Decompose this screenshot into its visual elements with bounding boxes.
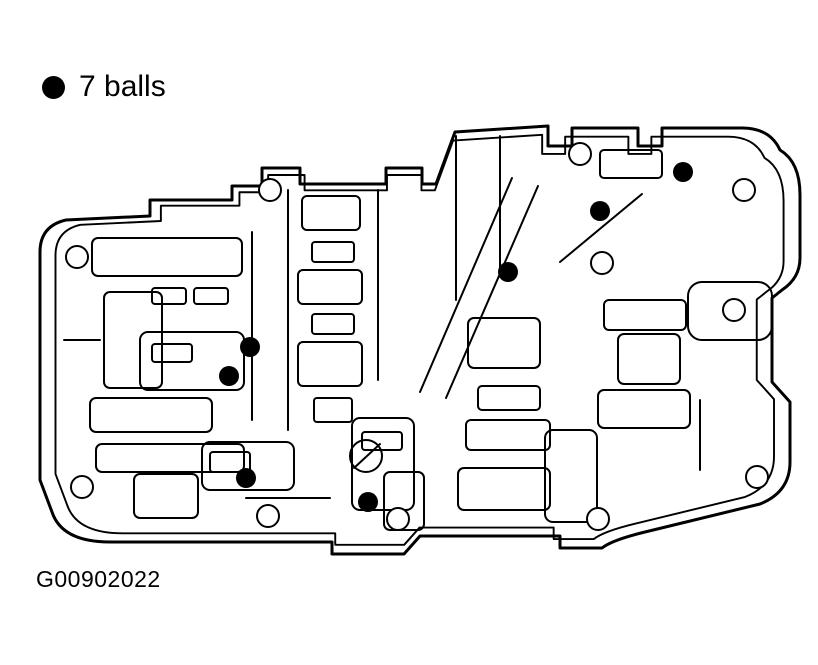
check-ball bbox=[240, 337, 260, 357]
oil-passages bbox=[63, 135, 773, 531]
check-ball bbox=[673, 162, 693, 182]
check-ball bbox=[498, 262, 518, 282]
bolt-hole bbox=[256, 504, 280, 528]
figure-id: G00902022 bbox=[36, 566, 161, 592]
check-ball-icon bbox=[42, 75, 65, 99]
bolt-hole bbox=[586, 507, 610, 531]
bolt-hole bbox=[258, 178, 282, 202]
bolt-hole bbox=[732, 178, 756, 202]
valve-body-inner-contour bbox=[54, 133, 785, 546]
bolt-hole bbox=[386, 507, 410, 531]
legend: 7 balls bbox=[42, 72, 166, 102]
check-balls bbox=[219, 162, 693, 512]
check-ball bbox=[219, 366, 239, 386]
bolt-hole bbox=[568, 142, 592, 166]
bolt-hole bbox=[65, 245, 89, 269]
valve-body-outline bbox=[38, 124, 802, 556]
bolt-hole bbox=[590, 251, 614, 275]
bolt-hole bbox=[745, 465, 769, 489]
bolt-hole bbox=[70, 475, 94, 499]
bolt-hole bbox=[722, 298, 746, 322]
bolt-holes bbox=[65, 142, 769, 531]
check-ball bbox=[358, 492, 378, 512]
check-ball bbox=[236, 468, 256, 488]
legend-label: 7 balls bbox=[79, 70, 166, 103]
check-ball bbox=[590, 201, 610, 221]
